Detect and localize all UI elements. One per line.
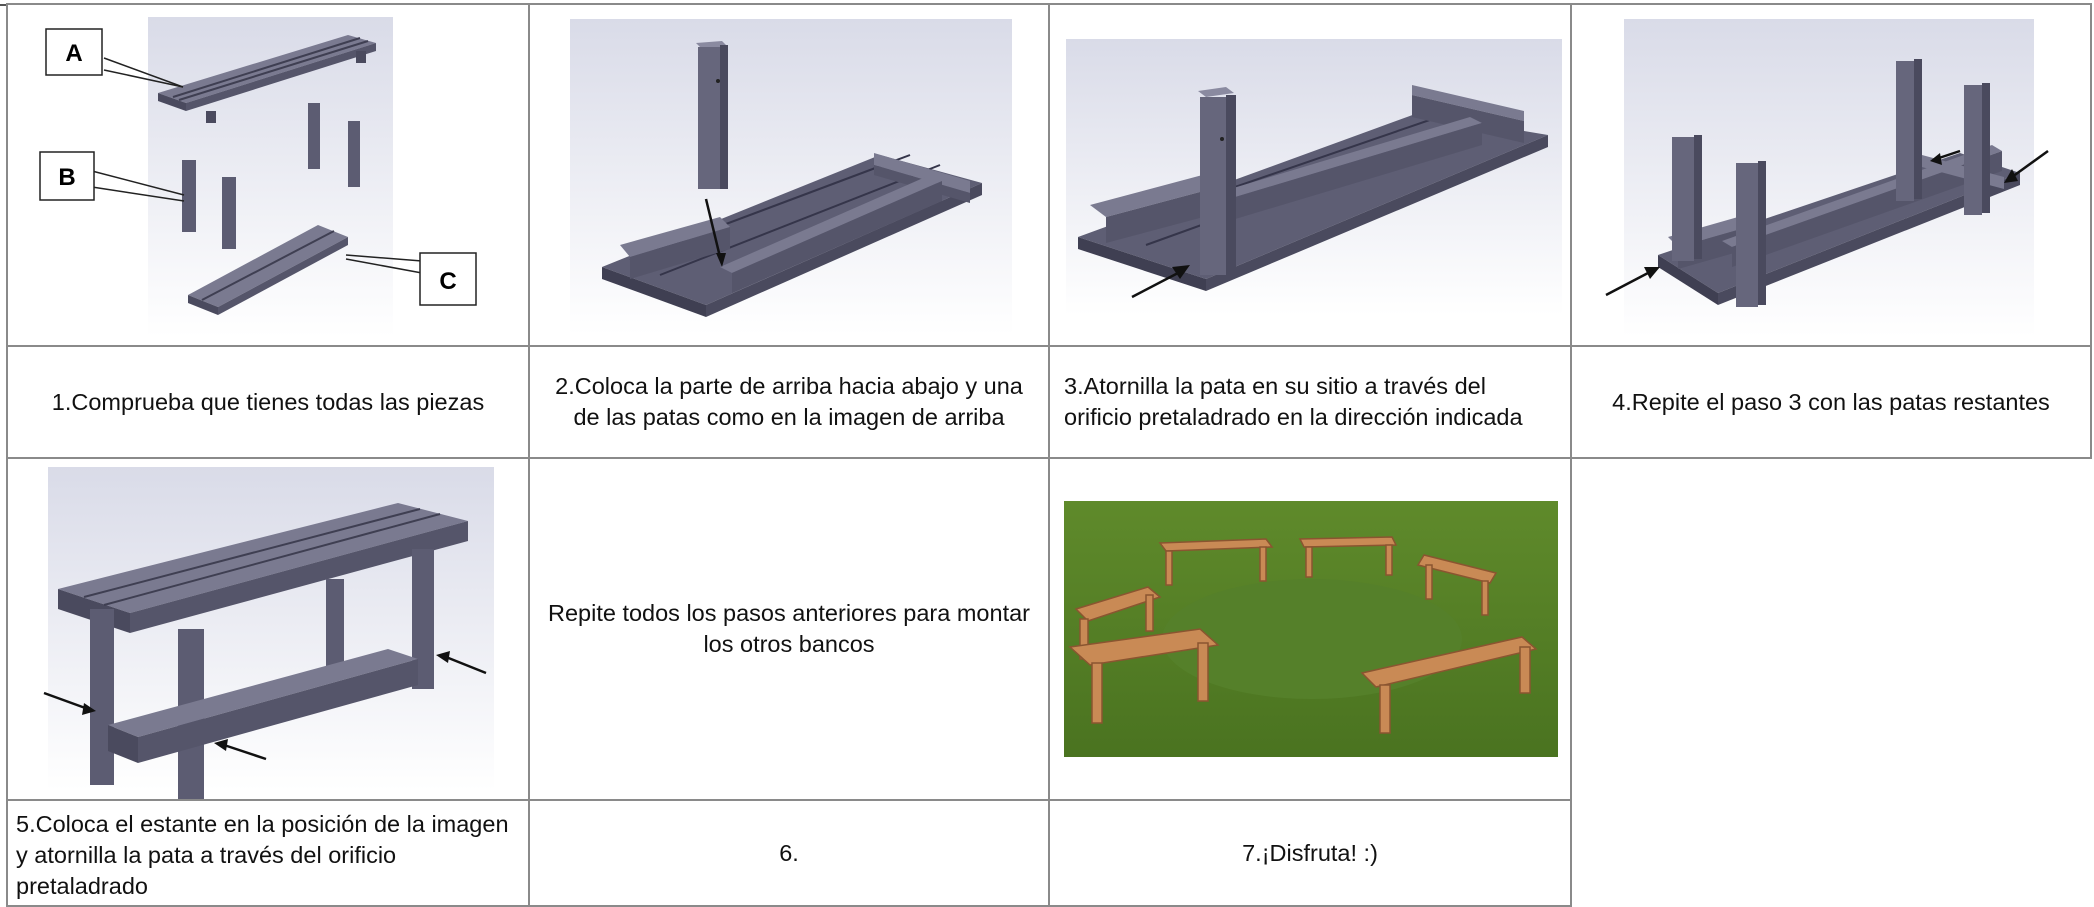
- step5-caption-cell: 5.Coloca el estante en la posición de la…: [6, 799, 530, 907]
- step7-caption: 7.¡Disfruta! :): [1242, 839, 1378, 866]
- repeat-note: Repite todos los pasos anteriores para m…: [547, 600, 1030, 657]
- part-label-b: [39, 151, 95, 201]
- step4-caption-cell: 4.Repite el paso 3 con las patas restant…: [1570, 345, 2092, 459]
- step6-caption-cell: 6.: [528, 799, 1050, 907]
- part-label-c-text: C: [439, 268, 456, 295]
- step7-photo-cell: [1048, 457, 1572, 801]
- step4-caption: 4.Repite el paso 3 con las patas restant…: [1612, 388, 2050, 415]
- part-label-a: [45, 28, 103, 76]
- step4-figure-cell: [1570, 3, 2092, 347]
- step3-figure: [1066, 39, 1562, 315]
- step7-caption-cell: 7.¡Disfruta! :): [1048, 799, 1572, 907]
- step5-caption: 5.Coloca el estante en la posición de la…: [16, 811, 509, 899]
- benches-photo: [1064, 501, 1558, 757]
- step1-parts-figure: A B C: [39, 17, 477, 337]
- repeat-note-cell: Repite todos los pasos anteriores para m…: [528, 457, 1050, 801]
- part-label-c: [419, 252, 477, 306]
- step2-caption: 2.Coloca la parte de arriba hacia abajo …: [555, 373, 1023, 430]
- step3-caption-cell: 3.Atornilla la pata en su sitio a través…: [1048, 345, 1572, 459]
- step6-caption: 6.: [779, 839, 799, 866]
- step2-caption-cell: 2.Coloca la parte de arriba hacia abajo …: [528, 345, 1050, 459]
- step3-caption: 3.Atornilla la pata en su sitio a través…: [1064, 373, 1523, 430]
- step2-figure: [570, 19, 1012, 335]
- part-label-a-text: A: [65, 40, 82, 67]
- step1-caption: 1.Comprueba que tienes todas las piezas: [51, 388, 485, 415]
- step3-figure-cell: [1048, 3, 1572, 347]
- step4-figure: [1605, 19, 2049, 337]
- step5-figure: [43, 467, 494, 799]
- step1-figure-cell: A B C: [6, 3, 530, 347]
- step5-figure-cell: [6, 457, 530, 801]
- step1-caption-cell: 1.Comprueba que tienes todas las piezas: [6, 345, 530, 459]
- step2-figure-cell: [528, 3, 1050, 347]
- part-label-b-text: B: [58, 164, 75, 191]
